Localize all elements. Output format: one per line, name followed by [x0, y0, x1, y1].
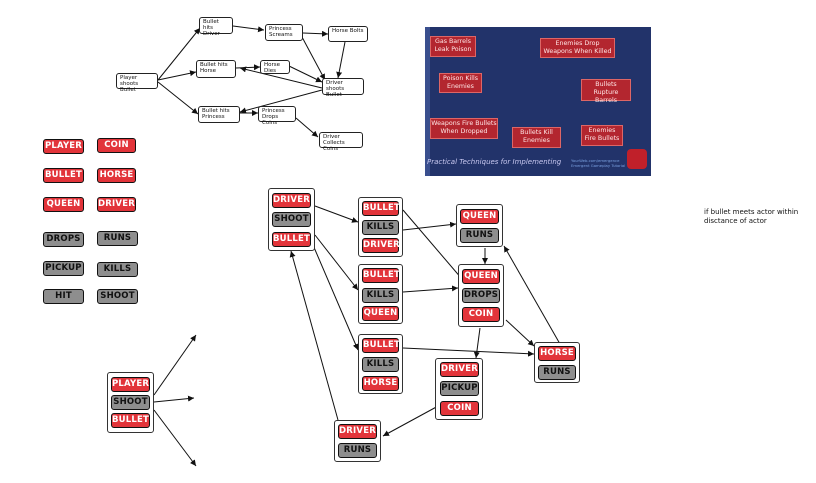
palette-hit[interactable]: HIT	[43, 289, 84, 304]
rule-subject: BULLET	[362, 201, 400, 216]
rule-verb: SHOOT	[111, 395, 150, 410]
rule-verb: SHOOT	[272, 212, 311, 227]
palette-drops[interactable]: DROPS	[43, 232, 84, 247]
rule-object: BULLET	[111, 413, 150, 428]
slide-caption: Practical Techniques for Implementing	[427, 158, 562, 166]
rule-subject: BULLET	[362, 268, 400, 283]
rule-horse-runs[interactable]: HORSE RUNS	[534, 342, 580, 383]
slide-box-enemies-fire: Enemies Fire Bullets	[581, 125, 623, 146]
slide-box-bullets-kill: Bullets Kill Enemies	[512, 127, 561, 148]
flow-node-hits-princess: Bullet hits Princess	[198, 106, 240, 123]
rule-driver-shoot-bullet[interactable]: DRIVER SHOOT BULLET	[268, 188, 315, 251]
flowchart-arrows	[157, 25, 346, 138]
rule-verb: KILLS	[362, 288, 399, 303]
rule-bullet-kills-driver[interactable]: BULLET KILLS DRIVER	[358, 197, 403, 257]
palette-bullet[interactable]: BULLET	[43, 168, 84, 183]
rule-verb: PICKUP	[440, 381, 479, 396]
rule-object: DRIVER	[362, 238, 400, 253]
slide-box-enemies-drop: Enemies Drop Weapons When Killed	[540, 38, 615, 58]
rule-verb: KILLS	[362, 220, 399, 235]
rule-object: HORSE	[362, 376, 399, 391]
rule-verb: KILLS	[362, 357, 399, 372]
rule-object: BULLET	[272, 232, 311, 247]
rule-subject: DRIVER	[338, 424, 377, 439]
flow-node-princess-screams: Princess Screams	[265, 24, 303, 41]
annotation-note: if bullet meets actor within disctance o…	[704, 208, 799, 225]
rule-verb: RUNS	[338, 443, 377, 458]
palette-player[interactable]: PLAYER	[43, 139, 84, 154]
palette-horse[interactable]: HORSE	[97, 168, 136, 183]
flow-node-hits-horse: Bullet hits Horse	[196, 60, 236, 78]
rule-subject: PLAYER	[111, 377, 150, 392]
rule-subject: QUEEN	[460, 209, 499, 224]
rule-subject: QUEEN	[462, 269, 500, 284]
rule-verb: RUNS	[538, 365, 576, 380]
palette-kills[interactable]: KILLS	[97, 262, 138, 277]
source-rule-arrows	[153, 334, 197, 467]
slide-box-gas-barrels: Gas Barrels Leak Poison	[430, 36, 476, 57]
rule-subject: DRIVER	[440, 362, 479, 377]
rule-subject: HORSE	[538, 346, 576, 361]
flow-node-driver-collects: Driver Collects Coins	[319, 132, 363, 152]
palette-runs[interactable]: RUNS	[97, 231, 138, 246]
flow-node-hits-driver: Bullet hits Driver	[199, 17, 233, 37]
rule-verb: RUNS	[460, 228, 499, 243]
rule-driver-runs[interactable]: DRIVER RUNS	[334, 420, 381, 462]
slide-box-weapons-fire: Weapons Fire Bullets When Dropped	[430, 118, 498, 139]
rule-subject: BULLET	[362, 338, 400, 353]
rule-subject: DRIVER	[272, 193, 311, 208]
palette-shoot[interactable]: SHOOT	[97, 289, 138, 304]
rule-object: COIN	[462, 307, 500, 322]
slide-link-2: Emergent Gameplay Tutorial	[571, 163, 626, 168]
slide-link-1: YourWeb.com/emergence	[571, 158, 620, 163]
rule-queen-drops-coin[interactable]: QUEEN DROPS COIN	[458, 264, 504, 327]
slide-side-strip	[425, 27, 430, 176]
slide-image: Gas Barrels Leak Poison Enemies Drop Wea…	[425, 27, 651, 176]
rule-driver-pickup-coin[interactable]: DRIVER PICKUP COIN	[435, 358, 483, 420]
rule-bullet-kills-queen[interactable]: BULLET KILLS QUEEN	[358, 264, 403, 324]
flow-node-driver-shoots: Driver shoots Bullet	[322, 78, 364, 98]
flow-node-horse-dies: Horse Dies	[260, 60, 290, 74]
rule-object: QUEEN	[362, 306, 399, 321]
flow-node-horse-bolts: Horse Bolts	[328, 26, 368, 42]
rule-verb: DROPS	[462, 288, 500, 303]
slide-box-poison: Poison Kills Enemies	[439, 73, 482, 93]
slide-logo	[627, 149, 647, 169]
rule-player-shoot-bullet[interactable]: PLAYER SHOOT BULLET	[107, 372, 154, 433]
flow-node-princess-drops: Princess Drops Coins	[258, 106, 296, 126]
rule-network-arrows	[289, 205, 561, 437]
palette-coin[interactable]: COIN	[97, 138, 136, 153]
rule-queen-runs[interactable]: QUEEN RUNS	[456, 204, 503, 247]
rule-bullet-kills-horse[interactable]: BULLET KILLS HORSE	[358, 334, 403, 394]
slide-box-bullets-rupture: Bullets Rupture Barrels	[581, 79, 631, 104]
rule-object: COIN	[440, 401, 479, 416]
palette-queen[interactable]: QUEEN	[43, 197, 84, 212]
palette-driver[interactable]: DRIVER	[97, 197, 136, 212]
flow-node-root: Player shoots Bullet	[116, 73, 158, 93]
palette-pickup[interactable]: PICKUP	[43, 261, 84, 276]
